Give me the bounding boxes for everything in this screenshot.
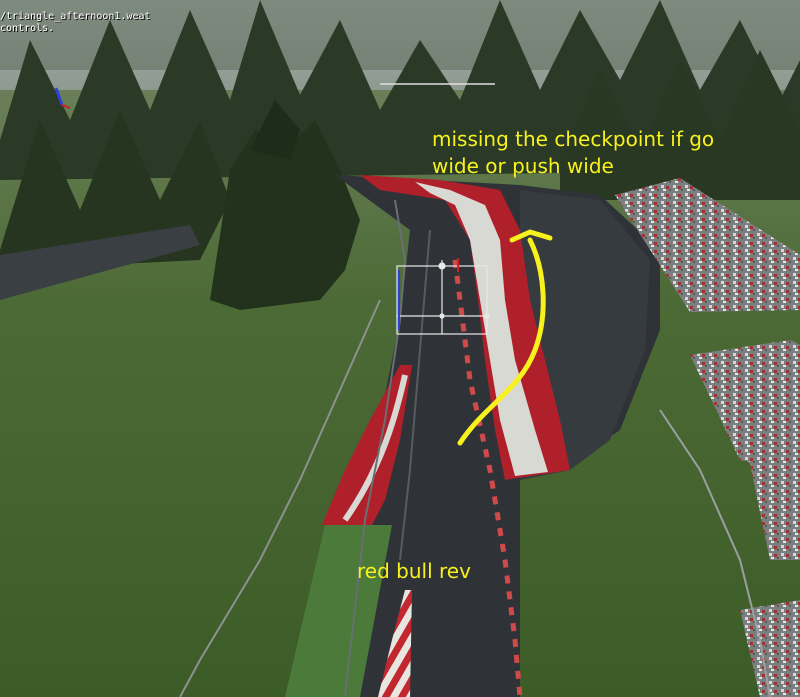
grandstand-upper	[615, 178, 800, 312]
left-service-road	[0, 225, 200, 300]
grandstand-bottom	[740, 600, 800, 697]
grandstand-lower	[745, 430, 800, 560]
track-edge-left	[344, 199, 407, 697]
fence-right	[659, 409, 771, 697]
tree-line	[0, 0, 800, 270]
annotation-arrow	[457, 229, 553, 446]
kerb-red-left	[322, 365, 412, 525]
checkpoint-note-line-1: missing the checkpoint if go	[432, 127, 715, 151]
console-line-2: controls.	[0, 23, 55, 34]
bottom-kerb	[378, 590, 412, 697]
kerb-white-left	[342, 374, 408, 522]
infield-grass	[285, 525, 392, 697]
barrier-left	[179, 299, 381, 697]
track-centre-line	[399, 229, 431, 561]
console-line-1: /triangle_afternoon1.weat	[0, 11, 151, 22]
checkpoint-note-line-2: wide or push wide	[432, 154, 614, 178]
kerb-white-inner	[415, 182, 548, 476]
lower-label: red bull rev	[357, 559, 471, 583]
foreground-tree	[210, 100, 360, 310]
checkpoint-gizmo[interactable]	[396, 260, 490, 335]
editor-marker[interactable]	[54, 87, 71, 109]
track-edge-kerb	[452, 259, 523, 697]
